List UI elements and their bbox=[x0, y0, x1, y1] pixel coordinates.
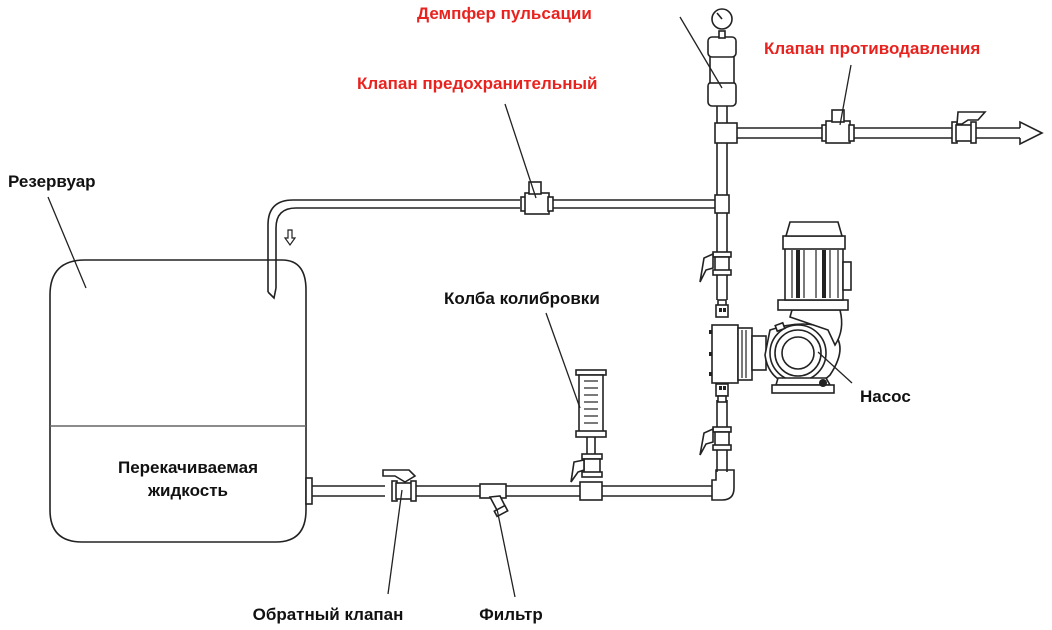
label-pumped-liquid-line1: Перекачиваемая bbox=[118, 458, 258, 477]
label-pump: Насос bbox=[860, 387, 911, 406]
leader-reservoir bbox=[47, 196, 87, 289]
check-valve-icon bbox=[382, 469, 417, 502]
reservoir-tank bbox=[49, 259, 313, 543]
y-strainer-icon bbox=[479, 483, 509, 518]
outlet-isolation-valve-icon bbox=[951, 111, 987, 144]
graduation-marks bbox=[584, 380, 598, 424]
upper-isolation-valve-icon bbox=[699, 251, 732, 283]
leader-filter bbox=[496, 508, 516, 598]
motor-fins bbox=[791, 250, 839, 298]
leader-pump bbox=[817, 351, 853, 384]
discharge-riser bbox=[714, 106, 738, 472]
label-pumped-liquid-line2: жидкость bbox=[147, 481, 228, 500]
label-filter: Фильтр bbox=[479, 605, 542, 624]
leader-pulsation-damper bbox=[679, 16, 723, 89]
pressure-gauge-icon bbox=[711, 8, 733, 30]
tank-outlet-flange bbox=[305, 477, 313, 505]
leader-safety-valve bbox=[504, 103, 537, 199]
label-back-pressure-valve: Клапан противодавления bbox=[764, 39, 980, 58]
leader-check-valve bbox=[387, 489, 403, 595]
label-safety-valve: Клапан предохранительный bbox=[357, 74, 597, 93]
label-check-valve: Обратный клапан bbox=[253, 605, 404, 624]
return-pipe bbox=[267, 199, 718, 300]
leader-back-pressure-valve bbox=[839, 64, 852, 126]
diaphragm-pump-icon bbox=[709, 221, 852, 403]
label-pulsation-damper: Демпфер пульсации bbox=[417, 4, 592, 23]
relief-valve-icon bbox=[520, 181, 554, 215]
graduated-cylinder-icon bbox=[570, 369, 607, 501]
leader-calibration-column bbox=[545, 312, 581, 409]
label-reservoir: Резервуар bbox=[8, 172, 96, 191]
leader-lines bbox=[47, 16, 853, 598]
down-arrow-icon bbox=[283, 229, 297, 247]
label-calibration-column: Колба колибровки bbox=[444, 289, 600, 308]
back-pressure-valve-icon bbox=[821, 109, 855, 144]
pulsation-damper-icon bbox=[707, 8, 737, 107]
discharge-pipe bbox=[737, 127, 1022, 139]
outlet-arrow-icon bbox=[1019, 120, 1044, 146]
suction-pipe bbox=[312, 469, 735, 501]
lower-isolation-valve-icon bbox=[699, 426, 732, 456]
